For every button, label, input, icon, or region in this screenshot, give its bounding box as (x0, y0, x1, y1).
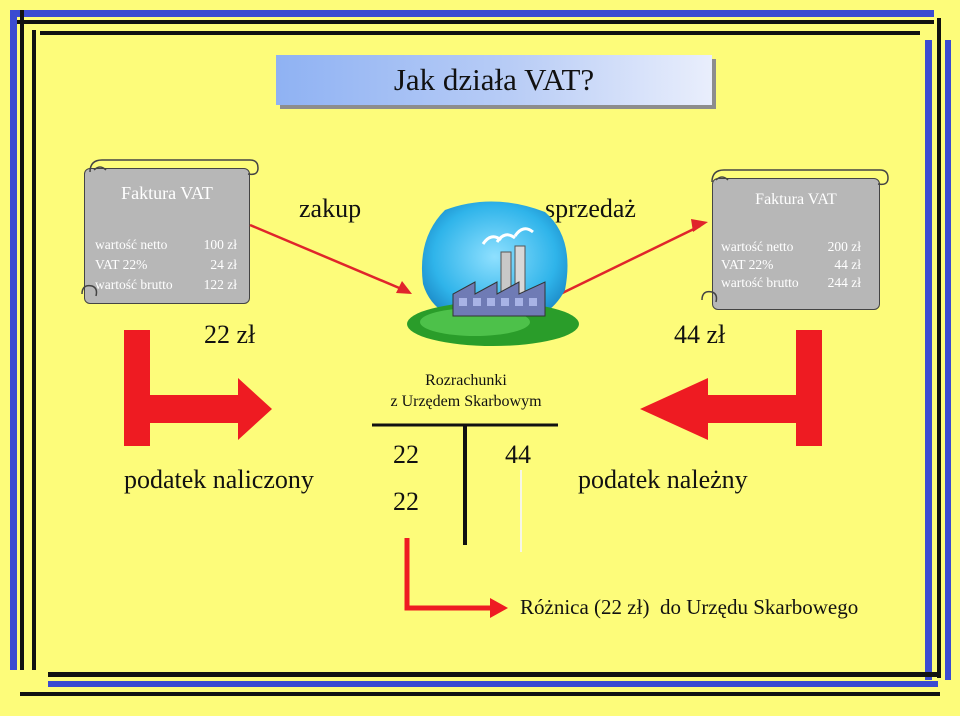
left-amount: 22 zł (204, 320, 256, 349)
frame-bottom-bar-black-2 (20, 692, 940, 696)
label-zakup: zakup (299, 194, 362, 223)
left-red-arrow (124, 330, 272, 446)
settlement-line1: Rozrachunki (425, 372, 507, 389)
invoice-left-curl-icon (81, 159, 259, 297)
page-title: Jak działa VAT? (393, 62, 595, 97)
t-account-debit-2: 22 (393, 487, 419, 516)
invoice-right-row-label: wartość netto (721, 239, 794, 254)
frame-top-bar-black-2 (40, 31, 920, 35)
frame-left-bar-black (20, 10, 24, 670)
right-amount: 44 zł (674, 320, 726, 349)
output-tax-label: podatek należny (578, 465, 748, 494)
frame-bottom-bar-black (48, 672, 938, 677)
difference-arrow-line (404, 538, 494, 611)
invoice-left: Faktura VAT wartość netto 100 zł VAT 22%… (84, 168, 250, 304)
invoice-right-row-value: 200 zł (827, 239, 861, 254)
title-box: Jak działa VAT? (276, 55, 712, 105)
factory-icon (407, 201, 579, 346)
t-account-credit-1: 44 (505, 440, 531, 469)
invoice-right: Faktura VAT wartość netto 200 zł VAT 22%… (712, 178, 880, 310)
frame-top-bar-blue (14, 10, 934, 17)
invoice-left-row-label: VAT 22% (95, 257, 148, 272)
frame-right-bar-blue-2 (945, 40, 951, 680)
invoice-left-row-label: wartość netto (95, 237, 168, 252)
zakup-arrowhead (396, 281, 412, 294)
invoice-right-title: Faktura VAT (755, 191, 837, 208)
invoice-left-row-label: wartość brutto (95, 277, 173, 292)
input-tax-label: podatek naliczony (124, 465, 314, 494)
invoice-right-row-label: wartość brutto (721, 275, 799, 290)
right-red-arrow (640, 330, 822, 446)
invoice-left-title: Faktura VAT (121, 183, 213, 203)
t-account-debit-1: 22 (393, 440, 419, 469)
invoice-left-row-value: 122 zł (203, 277, 237, 292)
settlement-line2: z Urzędem Skarbowym (390, 393, 542, 410)
invoice-right-row-label: VAT 22% (721, 257, 774, 272)
frame-left-bar-blue (10, 10, 17, 670)
difference-arrowhead (490, 598, 508, 618)
difference-label: Różnica (22 zł) do Urzędu Skarbowego (520, 595, 859, 619)
invoice-right-row-value: 44 zł (834, 257, 861, 272)
invoice-right-row-value: 244 zł (827, 275, 861, 290)
zakup-arrow-line (249, 223, 405, 292)
label-sprzedaz: sprzedaż (545, 194, 636, 223)
invoice-left-row-value: 100 zł (203, 237, 237, 252)
frame-top-bar-black (14, 20, 934, 24)
invoice-left-row-value: 24 zł (210, 257, 237, 272)
frame-right-bar-blue (925, 40, 932, 680)
frame-bottom-bar-blue (48, 681, 938, 687)
sprzedaz-arrow-line (547, 224, 701, 302)
frame-right-bar-black (937, 18, 941, 678)
sprzedaz-arrowhead (691, 219, 708, 232)
frame-left-bar-black-2 (32, 30, 36, 670)
invoice-right-curl-icon (701, 169, 889, 303)
